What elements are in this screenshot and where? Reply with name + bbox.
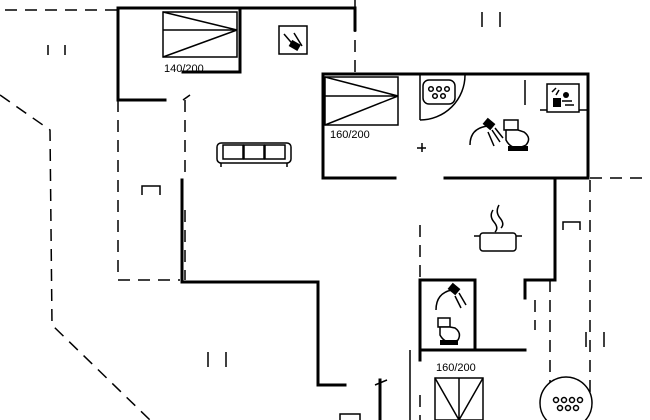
bed-label-top: 140/200	[164, 63, 204, 75]
toilet-icon-lower	[437, 317, 461, 345]
whirlpool-icon	[539, 376, 593, 420]
sofa-icon	[216, 142, 292, 167]
window-markers	[47, 12, 605, 420]
door-swings	[182, 74, 466, 386]
sauna-icon	[546, 83, 580, 113]
bed-label-bottom: 160/200	[436, 362, 476, 374]
shower-icon	[469, 117, 504, 147]
bed-140-top	[162, 11, 238, 58]
shower-icon-lower	[435, 282, 467, 311]
cooking-pot-icon	[474, 204, 522, 252]
bathtub-icon	[422, 79, 456, 105]
toilet-icon	[503, 119, 530, 151]
bed-160-bottom	[434, 377, 484, 420]
bed-160-middle	[324, 76, 399, 126]
walls	[116, 6, 590, 420]
bed-label-middle: 160/200	[330, 129, 370, 141]
washing-machine-icon	[278, 25, 308, 55]
